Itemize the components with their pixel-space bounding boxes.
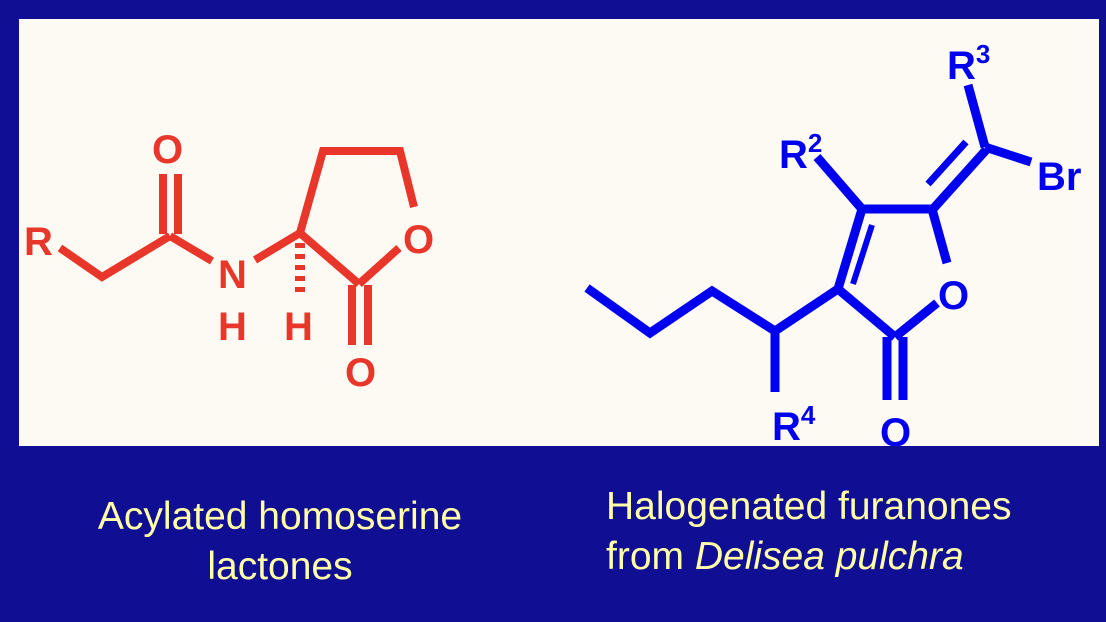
alkyl-chain-bond: [584, 284, 841, 339]
atom-ring-o: O: [403, 218, 434, 262]
ahl-atom-labels: R O N H H O O: [24, 128, 434, 395]
atom-r3: R3: [947, 39, 990, 88]
atom-r: R: [24, 220, 53, 264]
n-calpha-bond: [252, 229, 303, 264]
atom-carbonyl-o: O: [880, 411, 911, 455]
lactone-ring-bonds: [296, 147, 418, 235]
atom-br: Br: [1037, 155, 1081, 199]
ring-c3-c2-bond: [835, 285, 898, 341]
atom-nh-h: H: [218, 305, 247, 349]
atom-n: N: [218, 253, 247, 297]
furanone-atom-labels: R2 R3 R4 Br O O: [772, 39, 1081, 455]
species-name: Delisea pulchra: [694, 535, 964, 578]
caption-right-prefix: from: [606, 535, 695, 578]
atom-ring-o: O: [938, 274, 969, 318]
ring-c3-c4-bond: [833, 207, 867, 291]
caption-halogenated-furanones: Halogenated furanones from Delisea pulch…: [606, 482, 1106, 582]
ring-c2-o-bond: [892, 299, 940, 341]
amide-cn-bond: [167, 232, 215, 265]
br-bond: [983, 142, 1033, 167]
exocyclic-double-bond-outer: [929, 146, 990, 213]
caption-left-line2: lactones: [207, 545, 353, 588]
hashed-wedge-bond: [295, 243, 305, 292]
caption-right-line1: Halogenated furanones: [606, 485, 1012, 528]
r3-bond: [963, 83, 990, 149]
structure-panel: [19, 19, 1099, 446]
atom-r4: R4: [772, 400, 816, 449]
calpha-carbonyl-bond: [297, 229, 362, 288]
ring-c5-o-bond: [927, 207, 952, 265]
carbonyl-ringo-bond: [356, 245, 402, 287]
atom-lactone-o: O: [345, 351, 376, 395]
ring-c3-c4-inner-bond: [850, 224, 875, 285]
furanone-molecule: [584, 83, 1033, 400]
atom-r2: R2: [779, 128, 822, 177]
caption-acylated-homoserine-lactones: Acylated homoserine lactones: [40, 492, 520, 592]
exocyclic-double-bond-inner: [925, 139, 969, 187]
atom-amide-o: O: [152, 128, 183, 172]
acyl-chain-bond: [57, 232, 173, 282]
r2-bond: [813, 154, 866, 212]
caption-left-line1: Acylated homoserine: [97, 495, 463, 538]
caption-right-line2: from Delisea pulchra: [606, 532, 1106, 582]
atom-chiral-h: H: [284, 305, 313, 349]
ahl-molecule: [57, 147, 418, 345]
